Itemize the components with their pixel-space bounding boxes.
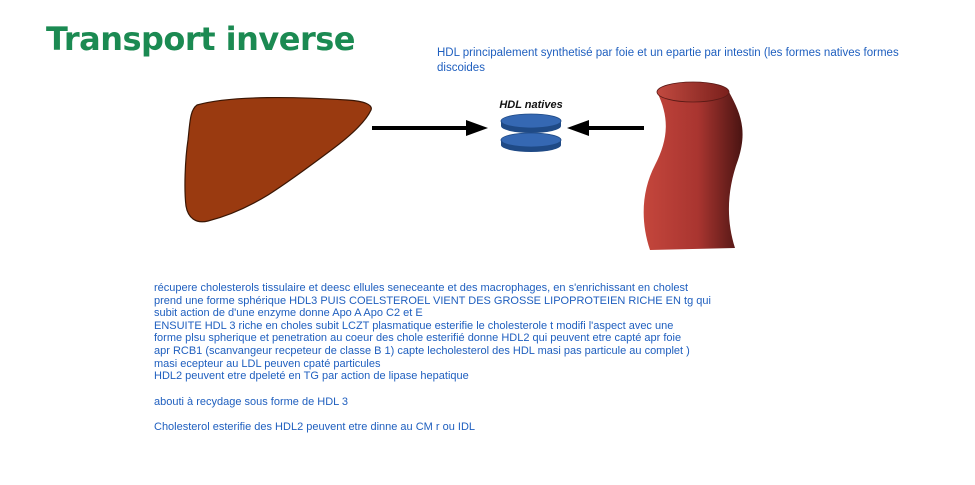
explanation-text: récupere cholesterols tissulaire et dees… [154, 282, 774, 434]
note-line: forme plsu spherique et penetration au c… [154, 332, 682, 345]
note-line: masi ecepteur au LDL peuven cpaté partic… [154, 357, 381, 370]
note-line: apr RCB1 (scanvangeur recpeteur de class… [154, 344, 690, 357]
hdl-discs [500, 113, 562, 152]
liver-shape [184, 96, 372, 223]
intro-text: HDL principalement synthetisé par foie e… [437, 47, 899, 74]
note-line: récupere cholesterols tissulaire et dees… [154, 282, 689, 294]
vessel-tube [643, 81, 743, 250]
note-line: ENSUITE HDL 3 riche en choles subit LCZT… [154, 319, 674, 332]
note-line: HDL2 peuvent etre dpeleté en TG par acti… [154, 370, 469, 383]
arrow-intestine-to-hdl [567, 120, 644, 136]
arrow-liver-to-hdl [372, 120, 488, 136]
hdl-natives-label: HDL natives [499, 99, 562, 111]
note-line: subit action de d'une enzyme donne Apo A… [154, 307, 423, 320]
note-line: prend une forme sphérique HDL3 PUIS COEL… [154, 294, 711, 307]
slide-title: Transport inverse [46, 20, 355, 58]
cm-note: Cholesterol esterifie des HDL2 peuvent e… [154, 421, 476, 434]
recycle-note: abouti à recydage sous forme de HDL 3 [154, 395, 349, 408]
